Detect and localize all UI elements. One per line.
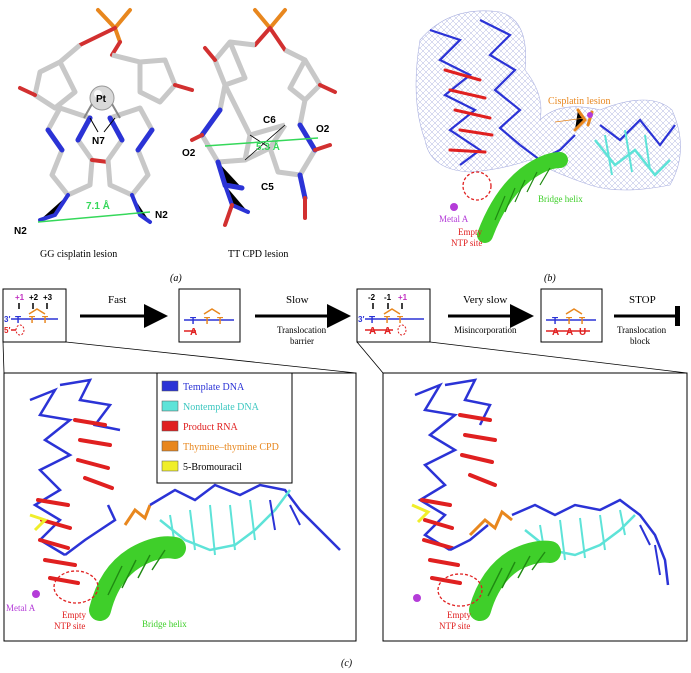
panel-c-caption: (c) — [341, 658, 353, 669]
step1-base2: T — [29, 315, 35, 326]
legend-box — [156, 372, 293, 484]
step3-rna2: A — [384, 326, 391, 337]
legend-label: Template DNA — [183, 382, 245, 393]
step1-3prime: 3′ — [4, 315, 10, 324]
c6-label: C6 — [263, 115, 276, 126]
o2-right-label: O2 — [316, 124, 330, 135]
ntp-site-label-c-left: NTP site — [54, 621, 85, 631]
legend-label: Thymine–thymine CPD — [183, 442, 279, 453]
legend-swatch — [161, 380, 179, 392]
very-slow-sublabel: Misincorporation — [454, 325, 517, 335]
legend-swatch — [161, 460, 179, 472]
metal-a-label-c: Metal A — [6, 603, 36, 613]
o2-left-label: O2 — [182, 148, 196, 159]
step2-rna: A — [190, 327, 197, 338]
panel-a-cpd-structure — [190, 8, 337, 227]
legend-label: Product RNA — [183, 422, 239, 433]
step1-box — [2, 288, 67, 343]
bridge-helix-label-c: Bridge helix — [142, 619, 187, 629]
step1-pos3: +3 — [43, 293, 53, 302]
step3-base1: T — [369, 315, 375, 326]
left-structure — [29, 378, 341, 621]
panel-b-structure — [415, 10, 681, 243]
step4-base1: T — [552, 316, 558, 327]
metal-a-label-b: Metal A — [439, 214, 469, 224]
step2-box — [178, 288, 241, 343]
n7-label: N7 — [92, 136, 105, 147]
panel-b-caption: (b) — [544, 273, 556, 284]
gg-lesion-caption: GG cisplatin lesion — [40, 249, 117, 260]
cisplatin-lesion-label: Cisplatin lesion — [548, 96, 611, 107]
step4-rna2: A — [566, 327, 573, 338]
arrow-slow-label: Slow — [286, 294, 309, 306]
step3-rna1: A — [369, 326, 376, 337]
step3-base2: T — [384, 315, 390, 326]
pt-label: Pt — [96, 94, 107, 105]
step3-base3: T — [397, 315, 403, 326]
step4-base2: T — [566, 316, 572, 327]
step2-base1: T — [190, 316, 196, 327]
step3-pos3: +1 — [398, 293, 408, 302]
stop-bar-icon — [675, 306, 680, 326]
slow-sublabel-1: Translocation — [277, 325, 327, 335]
empty-label-c-right: Empty — [447, 610, 471, 620]
bridge-helix-label-b: Bridge helix — [538, 194, 583, 204]
panel-a-cisplatin-structure — [18, 8, 194, 224]
panel-a-caption: (a) — [170, 273, 182, 284]
step3-box — [356, 288, 431, 343]
legend-swatch — [161, 440, 179, 452]
stop-label: STOP — [629, 294, 656, 306]
arrow-very-slow-label: Very slow — [463, 294, 507, 306]
empty-label-c-left: Empty — [62, 610, 86, 620]
arrow-fast-label: Fast — [108, 294, 126, 306]
legend-label: Nontemplate DNA — [183, 402, 260, 413]
step2-base2: T — [204, 316, 210, 327]
legend-swatch — [161, 420, 179, 432]
step3-3prime: 3′ — [358, 315, 364, 324]
slow-sublabel-2: barrier — [290, 336, 314, 346]
step1-pos1: +1 — [15, 293, 25, 302]
step3-pos2: -1 — [384, 293, 392, 302]
legend-label: 5-Bromouracil — [183, 462, 242, 473]
c5-label: C5 — [261, 182, 274, 193]
stop-sublabel-1: Translocation — [617, 325, 667, 335]
step3-pos1: -2 — [368, 293, 376, 302]
gg-distance-label: 7.1 Å — [86, 199, 110, 212]
step4-rna3: U — [579, 327, 586, 338]
n2-left-label: N2 — [14, 226, 27, 237]
stop-sublabel-2: block — [630, 336, 650, 346]
step2-base3: T — [217, 316, 223, 327]
step1-5prime: 5′ — [4, 326, 10, 335]
ntp-site-label-c-right: NTP site — [439, 621, 470, 631]
legend-swatch — [161, 400, 179, 412]
step1-pos2: +2 — [29, 293, 39, 302]
step4-base3: T — [579, 316, 585, 327]
cpd-lesion-caption: TT CPD lesion — [228, 249, 288, 260]
step4-box — [540, 288, 603, 343]
right-structure-box — [382, 372, 688, 642]
step4-rna1: A — [552, 327, 559, 338]
empty-label-b: Empty — [458, 227, 482, 237]
right-structure — [411, 378, 670, 621]
ntp-site-label-b: NTP site — [451, 238, 482, 248]
step1-base3: T — [42, 315, 48, 326]
n2-right-label: N2 — [155, 210, 168, 221]
cpd-distance-label: 5.3 Å — [256, 140, 280, 153]
step1-base1: T — [15, 315, 21, 326]
legend: Template DNA Nontemplate DNA Product RNA Th… — [161, 380, 279, 473]
